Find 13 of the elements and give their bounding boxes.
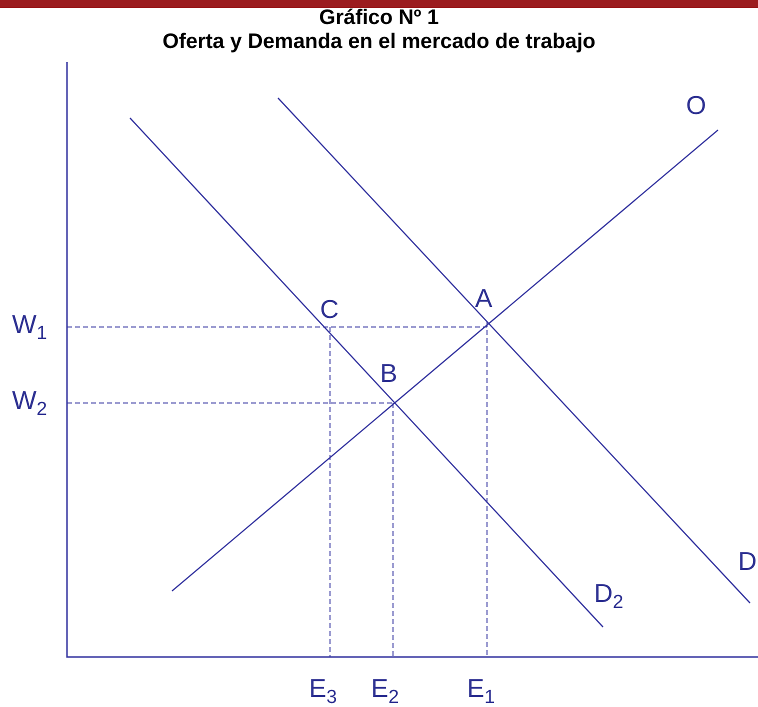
axis-label: E$_{2}$	[371, 675, 399, 701]
axis-label: E$_{3}$	[309, 675, 337, 701]
point-label: B	[380, 360, 398, 386]
point-label: A	[475, 285, 492, 311]
chart-subtitle: Oferta y Demanda en el mercado de trabajo	[162, 30, 596, 54]
chart-title: Gráfico Nº 1	[318, 6, 440, 30]
axis-label: E$_{1}$	[467, 675, 495, 701]
axis-label: W$_{1}$	[12, 311, 48, 337]
point-label: C	[320, 296, 339, 322]
curve-label: O	[686, 92, 706, 118]
curve-label: D	[738, 548, 757, 574]
curve-label: D$_{2}$	[594, 580, 624, 606]
axis-label: W$_{2}$	[12, 387, 48, 413]
